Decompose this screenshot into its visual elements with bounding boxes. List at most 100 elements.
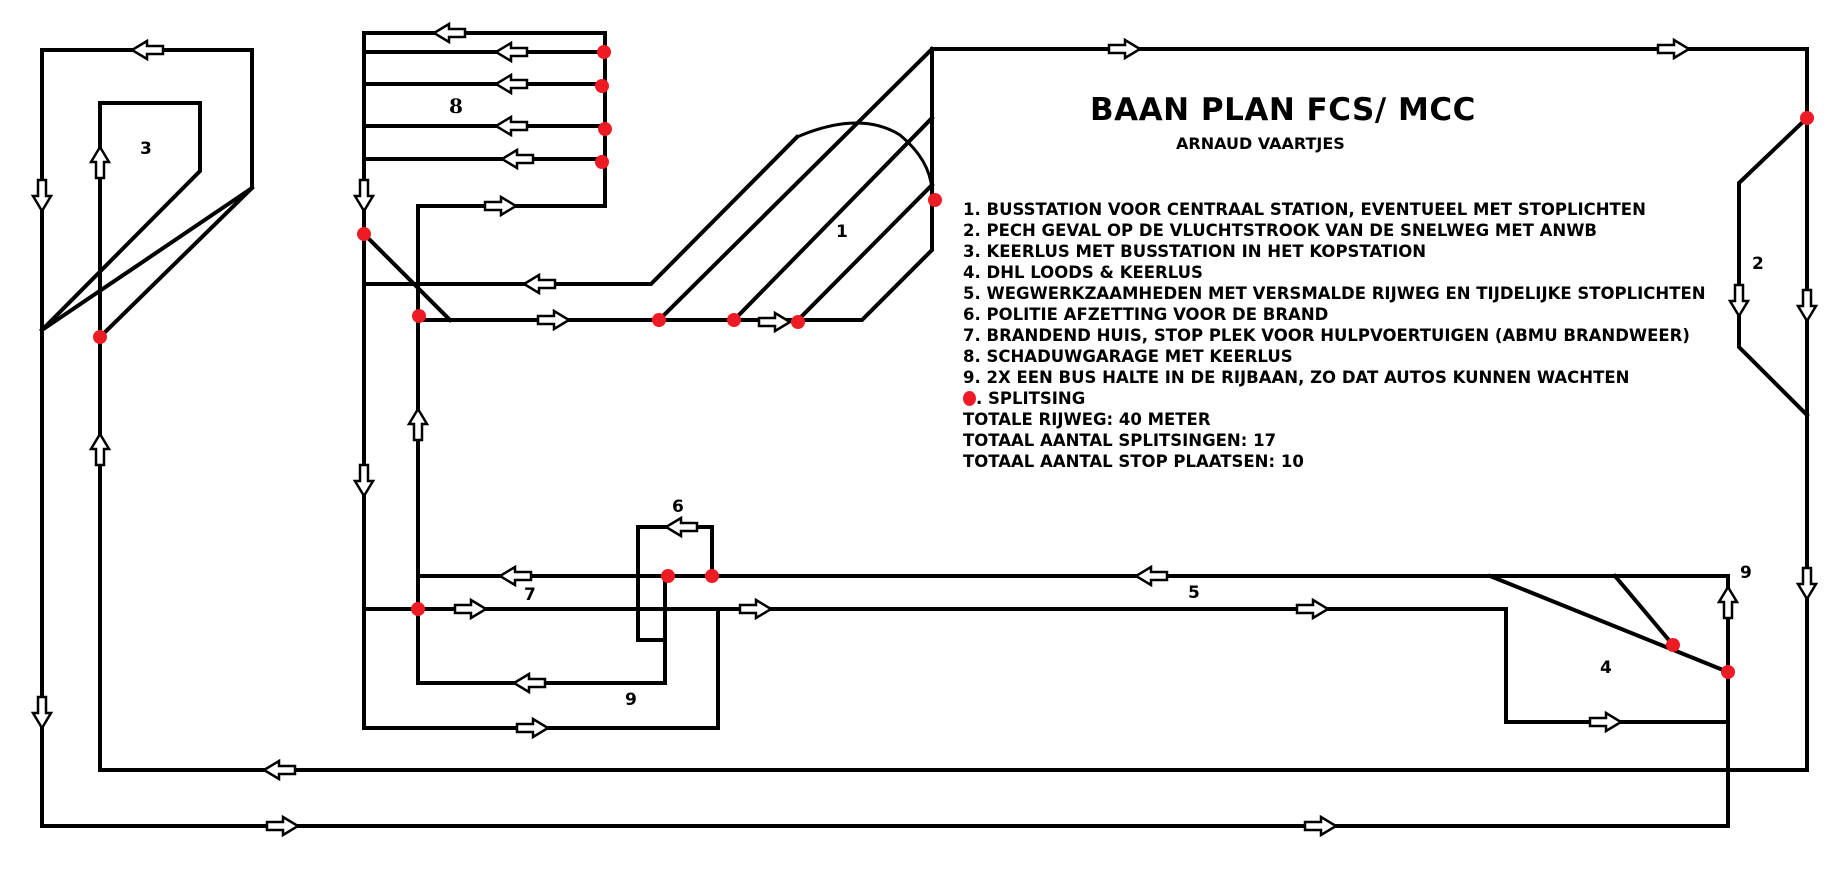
- legend-junction-label: . SPLITSING: [976, 389, 1086, 408]
- plan-author: ARNAUD VAARTJES: [1176, 134, 1345, 153]
- direction-arrow-icon: [129, 38, 165, 62]
- direction-arrow-icon: [30, 695, 54, 731]
- direction-arrow-icon: [352, 178, 376, 214]
- direction-arrow-icon: [88, 144, 112, 180]
- legend-item-4: 4. DHL LOODS & KEERLUS: [963, 263, 1203, 282]
- plan-title: BAAN PLAN FCS/ MCC: [1090, 92, 1476, 128]
- junction-node: [661, 569, 675, 583]
- junction-node: [727, 313, 741, 327]
- junction-dot-icon: [963, 391, 976, 406]
- direction-arrow-icon: [261, 758, 297, 782]
- junction-node: [652, 313, 666, 327]
- direction-arrow-icon: [453, 597, 489, 621]
- direction-arrow-icon: [515, 716, 551, 740]
- direction-arrow-icon: [499, 147, 535, 171]
- junction-node: [1800, 111, 1814, 125]
- direction-arrow-icon: [1727, 283, 1751, 319]
- legend-item-9: 9. 2X EEN BUS HALTE IN DE RIJBAAN, ZO DA…: [963, 368, 1630, 387]
- direction-arrow-icon: [497, 564, 533, 588]
- junction-node: [1666, 638, 1680, 652]
- zone-label-1: 1: [836, 222, 848, 242]
- direction-arrow-icon: [511, 671, 547, 695]
- junction-node: [411, 602, 425, 616]
- track-zone-1: [362, 46, 935, 323]
- junction-node: [1721, 665, 1735, 679]
- zone-label-8: 8: [449, 94, 463, 118]
- road-lower-5: [362, 607, 1730, 724]
- track-bottom-inner: [98, 47, 1809, 772]
- direction-arrow-icon: [493, 72, 529, 96]
- legend: 1. BUSSTATION VOOR CENTRAAL STATION, EVE…: [963, 199, 1706, 472]
- direction-arrow-icon: [483, 194, 519, 218]
- track-zone-8: [361, 31, 720, 730]
- direction-arrow-icon: [265, 814, 301, 838]
- junction-node: [791, 315, 805, 329]
- station-track-b: [731, 115, 935, 323]
- station-arc: [796, 121, 934, 191]
- junction-node: [595, 155, 609, 169]
- track-inner-left-loop: [39, 101, 202, 772]
- direction-arrow-icon: [88, 431, 112, 467]
- junction-node: [597, 45, 611, 59]
- direction-arrow-icon: [1716, 584, 1740, 620]
- junction-node: [357, 227, 371, 241]
- zone-label-6: 6: [672, 497, 684, 517]
- direction-arrow-icon: [536, 308, 572, 332]
- legend-total-length: TOTALE RIJWEG: 40 METER: [963, 410, 1211, 429]
- dhl-diagonal-short: [1612, 573, 1676, 648]
- zone-label-5: 5: [1188, 583, 1200, 603]
- station-track-c: [795, 182, 935, 323]
- direction-arrow-icon: [406, 406, 430, 442]
- direction-arrow-icon: [1795, 288, 1819, 324]
- legend-item-3: 3. KEERLUS MET BUSSTATION IN HET KOPSTAT…: [963, 242, 1427, 261]
- legend-item-6: 6. POLITIE AFZETTING VOOR DE BRAND: [963, 305, 1329, 324]
- legend-item-7: 7. BRANDEND HUIS, STOP PLEK VOOR HULPVOE…: [963, 326, 1690, 345]
- track-zone3-diagonal: [97, 185, 255, 340]
- dhl-diagonal-long: [1487, 573, 1731, 675]
- legend-total-stops: TOTAAL AANTAL STOP PLAATSEN: 10: [963, 452, 1304, 471]
- legend-item-1: 1. BUSSTATION VOOR CENTRAAL STATION, EVE…: [963, 200, 1646, 219]
- junction-node: [928, 193, 942, 207]
- legend-item-2: 2. PECH GEVAL OP DE VLUCHTSTROOK VAN DE …: [963, 221, 1597, 240]
- direction-arrows: [30, 21, 1819, 838]
- junction-node: [93, 330, 107, 344]
- junction-nodes: [93, 45, 1814, 679]
- direction-arrow-icon: [1295, 597, 1331, 621]
- track-zone-2-lane: [1737, 115, 1810, 418]
- track-bottom-outer: [40, 574, 1730, 828]
- station-main-track: [416, 47, 934, 322]
- zone-label-4: 4: [1600, 658, 1612, 678]
- track-outer-left-loop: [39, 48, 254, 828]
- zone-label-2: 2: [1752, 254, 1764, 274]
- direction-arrow-icon: [757, 310, 793, 334]
- legend-total-junctions: TOTAAL AANTAL SPLITSINGEN: 17: [963, 431, 1277, 450]
- direction-arrow-icon: [1303, 814, 1339, 838]
- garage-spine: [416, 31, 667, 685]
- zone-label-7: 7: [524, 585, 536, 605]
- zone-label-3: 3: [140, 139, 152, 159]
- station-track-a: [656, 46, 935, 323]
- direction-arrow-icon: [352, 463, 376, 499]
- legend-item-8: 8. SCHADUWGARAGE MET KEERLUS: [963, 347, 1293, 366]
- legend-item-5: 5. WEGWERKZAAMHEDEN MET VERSMALDE RIJWEG…: [963, 284, 1706, 303]
- junction-node: [705, 569, 719, 583]
- direction-arrow-icon: [1107, 37, 1143, 61]
- direction-arrow-icon: [1133, 564, 1169, 588]
- track-lower-middle: [362, 525, 1731, 724]
- direction-arrow-icon: [1795, 566, 1819, 602]
- junction-node: [598, 122, 612, 136]
- junction-node: [412, 309, 426, 323]
- garage-exit-diagonal: [361, 231, 453, 323]
- station-upper-track: [362, 134, 800, 286]
- police-detour-6: [636, 525, 714, 642]
- junction-node: [595, 79, 609, 93]
- direction-arrow-icon: [738, 597, 774, 621]
- direction-arrow-icon: [493, 114, 529, 138]
- direction-arrow-icon: [1656, 37, 1692, 61]
- direction-arrow-icon: [431, 21, 467, 45]
- direction-arrow-icon: [663, 515, 699, 539]
- legend-item-junction: . SPLITSING: [963, 388, 1706, 409]
- direction-arrow-icon: [521, 272, 557, 296]
- zone-label-9-busstop-right: 9: [1740, 563, 1752, 583]
